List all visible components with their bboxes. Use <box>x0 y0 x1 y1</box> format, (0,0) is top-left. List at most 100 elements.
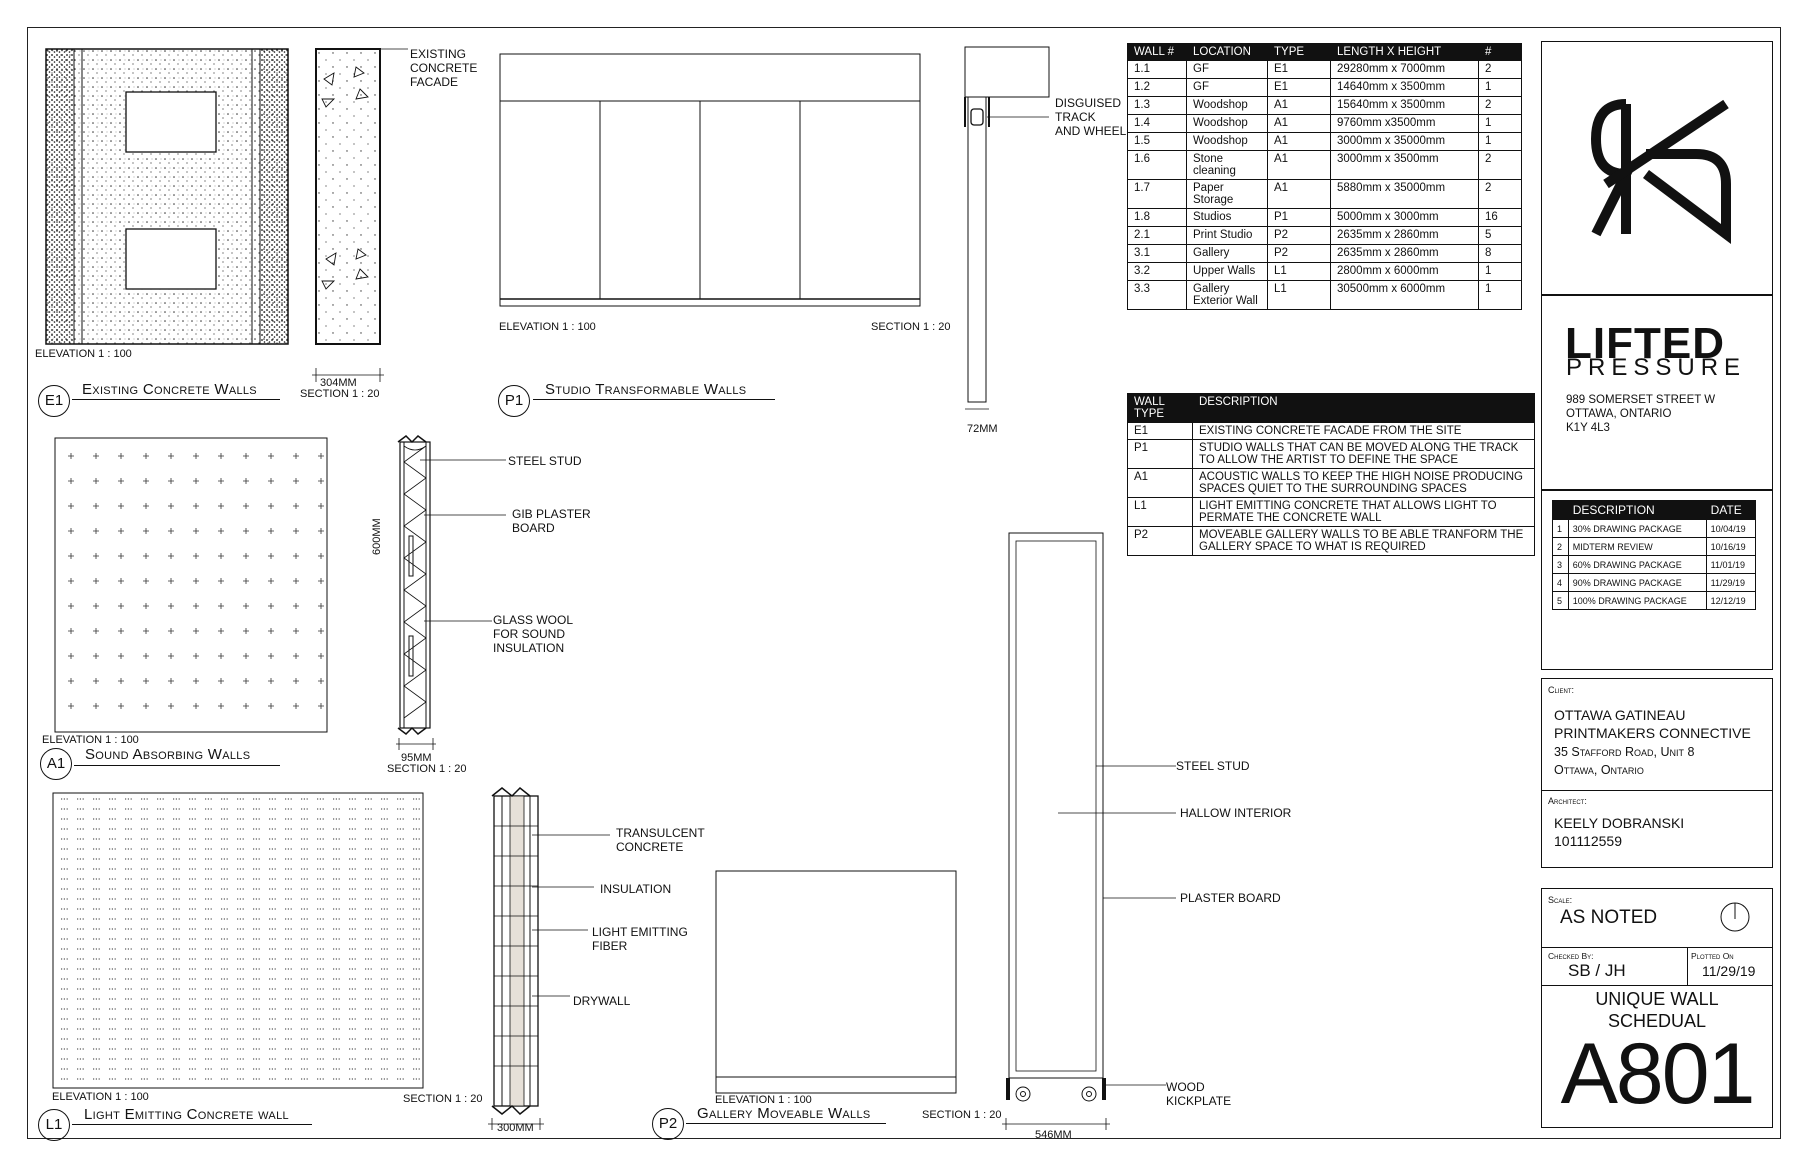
wall-schedule-cell: 14640mm x 3500mm <box>1330 78 1479 97</box>
acoustic-perforation-mark <box>193 578 199 584</box>
revision-cell: 90% DRAWING PACKAGE <box>1567 573 1707 592</box>
plotted-on-label: Plotted On <box>1691 951 1734 961</box>
firm-name-line2: PRESSURE <box>1566 354 1747 381</box>
wall-schedule-cell: A1 <box>1267 96 1331 115</box>
acoustic-perforation-mark <box>118 678 124 684</box>
acoustic-perforation-mark <box>168 553 174 559</box>
e1-title-underline <box>72 399 280 400</box>
acoustic-perforation-mark <box>193 653 199 659</box>
revision-cell: 100% DRAWING PACKAGE <box>1567 591 1707 610</box>
acoustic-perforation-mark <box>293 503 299 509</box>
acoustic-perforation-mark <box>68 678 74 684</box>
a1-glass-wool-label: GLASS WOOL FOR SOUND INSULATION <box>493 613 574 655</box>
acoustic-perforation-mark <box>143 503 149 509</box>
e1-section-scale: SECTION 1 : 20 <box>300 388 380 400</box>
wall-schedule-cell: 2635mm x 2860mm <box>1330 226 1479 245</box>
e1-section-drawing <box>315 48 408 345</box>
wall-schedule-cell: A1 <box>1267 150 1331 180</box>
wall-schedule-cell: Print Studio <box>1186 226 1268 245</box>
wall-type-cell: A1 <box>1127 468 1193 498</box>
acoustic-perforation-mark <box>318 653 324 659</box>
scale-label: Scale: <box>1548 895 1573 905</box>
wall-type-header-cell: DESCRIPTION <box>1192 393 1535 423</box>
wall-schedule-cell: 2635mm x 2860mm <box>1330 244 1479 263</box>
acoustic-perforation-mark <box>268 553 274 559</box>
l1-dimension-value: 300mm <box>497 1122 534 1134</box>
acoustic-perforation-mark <box>218 503 224 509</box>
wall-schedule-cell: A1 <box>1267 114 1331 133</box>
p1-section-drawing <box>964 46 1050 410</box>
acoustic-perforation-mark <box>318 703 324 709</box>
l1-translucent-concrete-label: TRANSULCENT CONCRETE <box>616 826 705 854</box>
acoustic-perforation-mark <box>318 603 324 609</box>
acoustic-perforation-mark <box>93 578 99 584</box>
acoustic-perforation-mark <box>118 528 124 534</box>
acoustic-perforation-mark <box>243 503 249 509</box>
acoustic-perforation-mark <box>243 628 249 634</box>
wall-schedule-cell: Paper Storage <box>1186 179 1268 209</box>
acoustic-perforation-mark <box>118 453 124 459</box>
acoustic-perforation-mark <box>193 603 199 609</box>
acoustic-perforation-mark <box>193 453 199 459</box>
a1-section-scale: SECTION 1 : 20 <box>387 763 467 775</box>
wall-type-cell: EXISTING CONCRETE FACADE FROM THE SITE <box>1192 422 1535 440</box>
acoustic-perforation-mark <box>318 528 324 534</box>
wall-schedule-cell: A1 <box>1267 179 1331 209</box>
acoustic-perforation-mark <box>143 453 149 459</box>
p2-elevation-drawing <box>715 870 957 1094</box>
wall-schedule-cell: 1 <box>1478 78 1522 97</box>
acoustic-perforation-mark <box>68 553 74 559</box>
revision-header-cell: DESCRIPTION <box>1567 500 1707 520</box>
revision-cell: 11/01/19 <box>1705 555 1757 574</box>
p2-elevation-scale: ELEVATION 1 : 100 <box>715 1094 812 1106</box>
revision-cell: 4 <box>1552 573 1569 592</box>
wall-schedule-cell: 2800mm x 6000mm <box>1330 262 1479 281</box>
a1-leader-lines <box>420 459 506 622</box>
acoustic-perforation-mark <box>268 703 274 709</box>
a1-tag-circle: A1 <box>40 748 72 780</box>
acoustic-perforation-mark <box>243 653 249 659</box>
a1-section-drawing <box>397 435 431 735</box>
acoustic-perforation-mark <box>93 478 99 484</box>
acoustic-perforation-mark <box>318 503 324 509</box>
wall-schedule-cell: L1 <box>1267 262 1331 281</box>
north-arrow-icon <box>1720 902 1750 932</box>
wall-schedule-cell: 2 <box>1478 150 1522 180</box>
wall-schedule-cell: 3.2 <box>1127 262 1187 281</box>
acoustic-perforation-mark <box>268 678 274 684</box>
revision-cell: 5 <box>1552 591 1569 610</box>
acoustic-perforation-mark <box>268 628 274 634</box>
acoustic-perforation-mark <box>243 703 249 709</box>
titleblock-sheet-box: Scale: AS NOTED Checked By: SB / JH Plot… <box>1541 888 1773 1128</box>
acoustic-perforation-mark <box>318 628 324 634</box>
wall-schedule-cell: 1.1 <box>1127 60 1187 79</box>
p1-section-dimension: 72mm <box>967 423 998 435</box>
acoustic-perforation-mark <box>93 653 99 659</box>
acoustic-perforation-mark <box>93 528 99 534</box>
a1-gib-board-label: GIB PLASTER BOARD <box>512 507 591 535</box>
wall-schedule-cell: A1 <box>1267 132 1331 151</box>
l1-elevation-drawing <box>52 792 424 1089</box>
l1-drywall-label: DRYWALL <box>573 994 631 1008</box>
l1-title: Light Emitting Concrete wall <box>84 1106 289 1123</box>
acoustic-perforation-mark <box>118 628 124 634</box>
acoustic-perforation-mark <box>218 528 224 534</box>
wall-type-cell: STUDIO WALLS THAT CAN BE MOVED ALONG THE… <box>1192 439 1535 469</box>
acoustic-perforation-mark <box>68 453 74 459</box>
acoustic-perforation-mark <box>193 503 199 509</box>
acoustic-perforation-mark <box>68 478 74 484</box>
revision-cell: 30% DRAWING PACKAGE <box>1567 519 1707 538</box>
